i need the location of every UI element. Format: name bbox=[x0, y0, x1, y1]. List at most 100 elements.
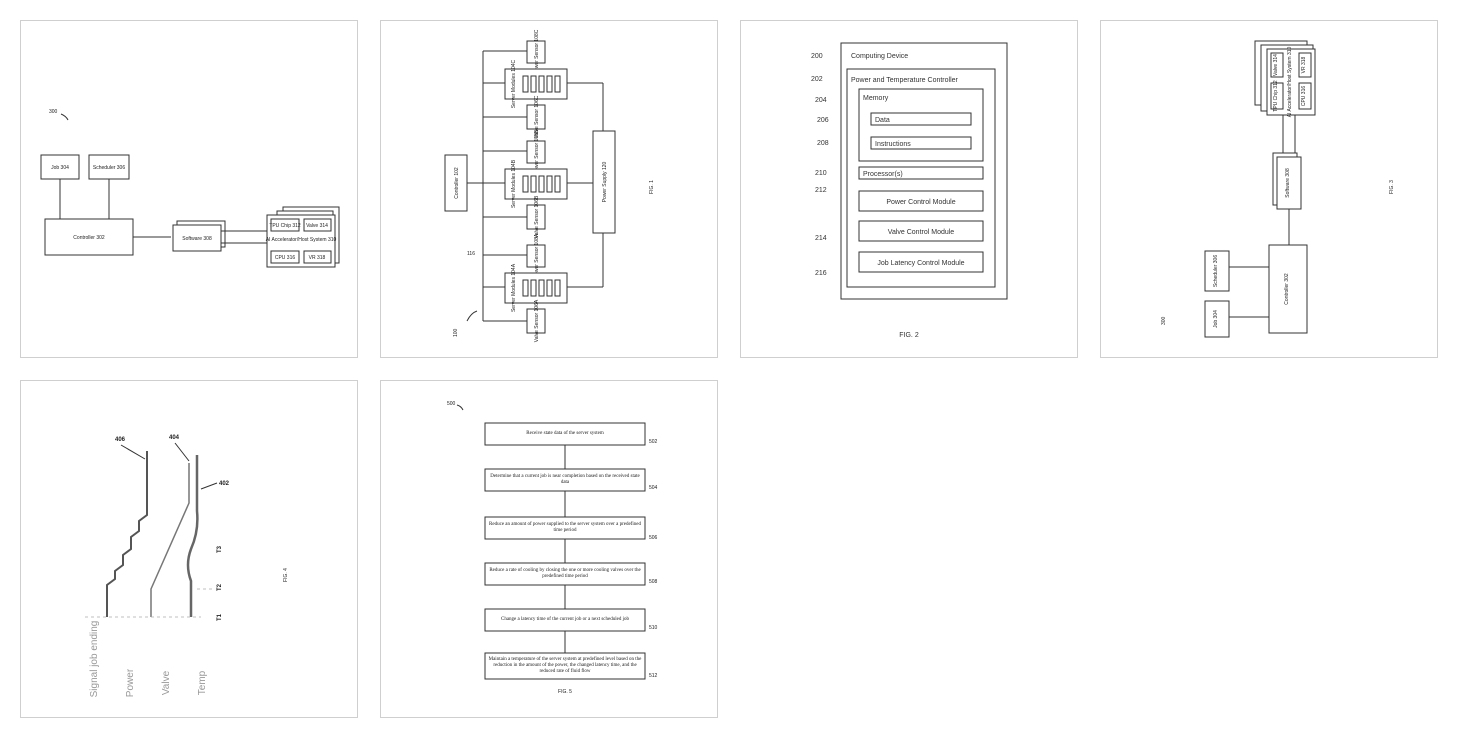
valve-sensor-c-label: Valve Sensor 106C bbox=[534, 95, 540, 138]
data-box bbox=[870, 112, 972, 126]
thumbnail-fig4[interactable]: 406 404 402 T1 T2 T3 Signal job ending P… bbox=[20, 380, 358, 718]
step-508-ref: 508 bbox=[649, 579, 658, 585]
server-modules-b-label: Server Modules 104B bbox=[511, 159, 517, 208]
fig3-diagram: 300 Job 304 Scheduler 306 Controller 302… bbox=[40, 109, 340, 268]
ref-arrow bbox=[456, 404, 464, 411]
data-ref: 206 bbox=[817, 117, 829, 124]
instructions-ref: 208 bbox=[817, 140, 829, 147]
step-506-text: Reduce an amount of power supplied to th… bbox=[489, 522, 641, 533]
step-512-box bbox=[484, 652, 646, 680]
device-ref: 200 bbox=[811, 53, 823, 60]
valve-trace bbox=[150, 463, 190, 617]
controller-label: Controller 302 bbox=[1284, 273, 1290, 305]
power-supply-label: Power Supply 120 bbox=[602, 161, 608, 202]
controller-box bbox=[1268, 244, 1308, 334]
module-slot bbox=[538, 279, 545, 297]
system-label: AI Accelerator/Host System 310 bbox=[1287, 46, 1293, 117]
module-slot bbox=[554, 175, 561, 193]
group-b: Power Sensor 108B Server Modules 104B Va… bbox=[483, 129, 593, 238]
thumbnail-fig2[interactable]: Computing Device 200 Power and Temperatu… bbox=[740, 20, 1078, 358]
modules-ref: 212 bbox=[815, 187, 827, 194]
step-504-ref: 504 bbox=[649, 485, 658, 491]
step-510-text-wrap: Change a latency time of the current job… bbox=[500, 617, 629, 622]
valve-sensor-a bbox=[526, 308, 546, 334]
fig5-ref: 500 bbox=[447, 401, 456, 407]
step-506-text-wrap: Reduce an amount of power supplied to th… bbox=[489, 522, 641, 533]
software-label: Software 308 bbox=[182, 236, 212, 242]
group-a: Power Sensor 108A Server Modules 104A Va… bbox=[483, 233, 603, 342]
power-axis-label: Power bbox=[125, 668, 136, 697]
ref-404: 404 bbox=[169, 435, 180, 441]
job-box bbox=[1204, 300, 1230, 338]
software-box bbox=[172, 224, 222, 252]
valve-box bbox=[1270, 52, 1284, 78]
cpu-box bbox=[270, 250, 300, 264]
temp-axis-label: Temp bbox=[197, 670, 208, 695]
tpu-box bbox=[270, 218, 300, 232]
step-506-ref: 506 bbox=[649, 535, 658, 541]
step-508-text-wrap: Reduce a rate of cooling by closing the … bbox=[489, 568, 640, 579]
thumbnail-fig3-rotated[interactable]: Valve 314 TPU Chip 312 AI Accelerator/Ho… bbox=[1100, 20, 1438, 358]
group-c: Power Sensor 108C Server Modules 104C Va… bbox=[483, 29, 603, 138]
power-sensor-a-label: Power Sensor 108A bbox=[534, 233, 540, 278]
step-504-text-wrap: Determine that a current job is near com… bbox=[490, 474, 639, 485]
cpu-label: CPU 316 bbox=[1301, 86, 1307, 107]
vr-box bbox=[303, 250, 332, 264]
thumbnail-fig3[interactable]: 300 Job 304 Scheduler 306 Controller 302… bbox=[20, 20, 358, 358]
module-slot bbox=[522, 175, 529, 193]
fig3-rotated-label: FIG. 3 bbox=[1389, 180, 1395, 194]
step-510-text: Change a latency time of the current job… bbox=[500, 617, 629, 622]
valve-axis-label: Valve bbox=[161, 670, 172, 695]
module-slot bbox=[530, 175, 537, 193]
latency-module-box bbox=[858, 251, 984, 273]
scheduler-label: Scheduler 306 bbox=[93, 165, 125, 171]
data-label: Data bbox=[875, 117, 890, 124]
module-slot bbox=[538, 175, 545, 193]
power-supply-box bbox=[592, 130, 616, 234]
valve-sensor-a-label: Valve Sensor 106A bbox=[534, 299, 540, 342]
controller-label: Power and Temperature Controller bbox=[851, 77, 959, 84]
memory-ref: 204 bbox=[815, 97, 827, 104]
step-502-text: Receive state data of the server system bbox=[526, 431, 604, 436]
step-512-ref: 512 bbox=[649, 673, 658, 679]
t2-label: T2 bbox=[217, 583, 223, 591]
ref-arrow bbox=[466, 310, 478, 322]
latency-module-ref: 216 bbox=[815, 270, 827, 277]
module-slot bbox=[546, 175, 553, 193]
t1-label: T1 bbox=[217, 613, 223, 621]
cpu-label: CPU 316 bbox=[275, 255, 296, 261]
thumbnail-fig5[interactable]: 500 Receive state data of the server sys… bbox=[380, 380, 718, 718]
thumbnail-fig1[interactable]: Controller 102 116 Power Sensor 108C Ser… bbox=[380, 20, 718, 358]
step-512-text-wrap: Maintain a temperature of the server sys… bbox=[488, 657, 642, 674]
step-512-text: Maintain a temperature of the server sys… bbox=[488, 657, 642, 674]
power-module-label: Power Control Module bbox=[886, 199, 955, 206]
module-slot bbox=[530, 279, 537, 297]
job-label: Job 304 bbox=[51, 165, 69, 171]
vr-label: VR 318 bbox=[309, 255, 326, 261]
scheduler-label: Scheduler 306 bbox=[1213, 255, 1219, 287]
valve-sensor-b-label: Valve Sensor 106B bbox=[534, 195, 540, 238]
ref-leader bbox=[174, 442, 190, 462]
power-sensor-c bbox=[526, 40, 546, 64]
power-sensor-c-label: Power Sensor 108C bbox=[534, 29, 540, 74]
power-sensor-b-label: Power Sensor 108B bbox=[534, 129, 540, 174]
module-slot bbox=[522, 279, 529, 297]
tpu-box bbox=[1270, 82, 1284, 110]
step-502-text-wrap: Receive state data of the server system bbox=[526, 431, 604, 436]
module-slot bbox=[530, 75, 537, 93]
valve-module-ref: 214 bbox=[815, 235, 827, 242]
controller-label: Controller 302 bbox=[73, 235, 105, 241]
valve-label: Valve 314 bbox=[306, 223, 328, 229]
server-modules-a-label: Server Modules 104A bbox=[511, 263, 517, 312]
processor-ref: 210 bbox=[815, 170, 827, 177]
fig5-label: FIG. 5 bbox=[558, 689, 572, 695]
software-label: Software 308 bbox=[1285, 168, 1291, 198]
fig2-label: FIG. 2 bbox=[899, 332, 919, 339]
tpu-label: TPU Chip 312 bbox=[269, 223, 301, 229]
valve-module-box bbox=[858, 220, 984, 242]
vr-label: VR 318 bbox=[1301, 56, 1307, 73]
device-label: Computing Device bbox=[851, 53, 908, 60]
scheduler-box bbox=[1204, 250, 1230, 292]
software-box bbox=[1276, 156, 1302, 210]
ref-406: 406 bbox=[115, 437, 126, 443]
